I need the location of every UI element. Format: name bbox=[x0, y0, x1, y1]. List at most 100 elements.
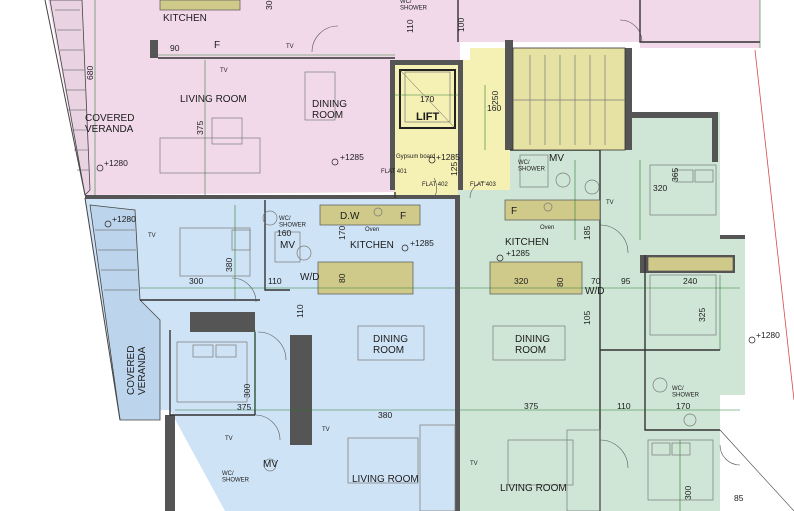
dim-110-v: 110 bbox=[295, 304, 305, 318]
label-dw: D.W bbox=[340, 211, 360, 222]
counter-left bbox=[317, 261, 414, 295]
dim-380: 380 bbox=[224, 258, 234, 272]
dim-80-right: 80 bbox=[555, 277, 565, 287]
label-covered-veranda-top-line: VERANDA bbox=[85, 124, 134, 135]
label-oven-right: Oven bbox=[540, 225, 554, 231]
lift-shaft bbox=[399, 69, 456, 129]
counter-left-top bbox=[319, 204, 421, 226]
dim-110-top: 110 bbox=[405, 19, 415, 33]
label-flat-402: FLAT 402 bbox=[422, 182, 448, 188]
dim-110-mid: 110 bbox=[268, 276, 282, 286]
label-lift: LIFT bbox=[416, 111, 439, 123]
label-tv-4: TV bbox=[225, 436, 233, 442]
dim-160-top: 160 bbox=[487, 103, 501, 113]
dim-300-left: 300 bbox=[189, 276, 203, 286]
label-dining-top-line: ROOM bbox=[312, 110, 343, 121]
label-wc-bottom-left: WC/SHOWER bbox=[222, 471, 250, 484]
label-kitchen-left: KITCHEN bbox=[350, 240, 394, 251]
label-wc-left-line: SHOWER bbox=[279, 223, 307, 229]
dim-100: 100 bbox=[456, 18, 466, 32]
label-wc-top-line: SHOWER bbox=[400, 6, 428, 12]
site-lines bbox=[44, 0, 794, 511]
label-mv-bottom: MV bbox=[263, 459, 278, 470]
label-living-left: LIVING ROOM bbox=[352, 474, 419, 485]
label-f-left: F bbox=[400, 211, 406, 222]
label-tv-2: TV bbox=[220, 68, 228, 74]
label-flat-403: FLAT 403 bbox=[470, 182, 496, 188]
label-tv-1: TV bbox=[286, 44, 294, 50]
label-covered-veranda-left: COVEREDVERANDA bbox=[126, 346, 148, 395]
stair bbox=[512, 47, 626, 151]
counter-right bbox=[489, 261, 583, 295]
veranda-top-hatch bbox=[49, 0, 91, 196]
level-1: +1280 bbox=[104, 158, 128, 168]
level-3: +1285 bbox=[436, 152, 460, 162]
label-gypsum-board: Gypsum board bbox=[396, 154, 435, 160]
label-wc-lower-right-line: SHOWER bbox=[672, 393, 700, 399]
label-flat-401: FLAT 401 bbox=[381, 169, 407, 175]
dim-240: 240 bbox=[683, 276, 697, 286]
label-wd-right: W/D bbox=[585, 286, 604, 297]
dim-70: 70 bbox=[591, 276, 601, 286]
level-2: +1285 bbox=[340, 152, 364, 162]
label-wc-bottom-left-line: SHOWER bbox=[222, 478, 250, 484]
label-tv-5: TV bbox=[322, 427, 330, 433]
label-wc-lower-right: WC/SHOWER bbox=[672, 386, 700, 399]
label-living-top: LIVING ROOM bbox=[180, 94, 247, 105]
dim-160-mid: 160 bbox=[277, 228, 291, 238]
label-f-top: F bbox=[214, 40, 220, 51]
level-markers bbox=[96, 156, 756, 344]
level-6: +1285 bbox=[506, 248, 530, 258]
label-wc-left: WC/SHOWER bbox=[279, 216, 307, 229]
label-tv-3: TV bbox=[148, 233, 156, 239]
dim-185: 185 bbox=[582, 226, 592, 240]
dim-375-left: 375 bbox=[237, 402, 251, 412]
label-wc-right-line: SHOWER bbox=[518, 167, 546, 173]
label-kitchen-top: KITCHEN bbox=[163, 13, 207, 24]
dim-300-top: 300 bbox=[264, 0, 274, 10]
label-dining-right-line: ROOM bbox=[515, 345, 546, 356]
dimension-lines bbox=[94, 0, 761, 511]
label-tv-7: TV bbox=[606, 200, 614, 206]
dim-170-mid: 170 bbox=[337, 226, 347, 240]
label-tv-6: TV bbox=[470, 461, 478, 467]
dim-375-top: 375 bbox=[195, 121, 205, 135]
dim-680: 680 bbox=[85, 66, 95, 80]
dim-85: 85 bbox=[734, 493, 744, 503]
label-oven-left: Oven bbox=[365, 227, 379, 233]
dim-380-bottom: 380 bbox=[378, 410, 392, 420]
dim-250: 250 bbox=[490, 91, 500, 105]
dim-365: 365 bbox=[670, 168, 680, 182]
level-5: +1285 bbox=[410, 238, 434, 248]
label-wd-left: W/D bbox=[300, 272, 319, 283]
counter-top-flat bbox=[159, 0, 241, 11]
dim-110-bottom: 110 bbox=[617, 401, 631, 411]
level-4: +1280 bbox=[112, 214, 136, 224]
label-wc-right: WC/SHOWER bbox=[518, 160, 546, 173]
flat-pink-fill bbox=[48, 0, 760, 195]
counter-wardrobe bbox=[647, 256, 734, 272]
dim-170: 170 bbox=[420, 94, 434, 104]
furniture bbox=[159, 71, 717, 511]
label-living-right: LIVING ROOM bbox=[500, 483, 567, 494]
dim-375-bottom: 375 bbox=[524, 401, 538, 411]
label-mv-right: MV bbox=[549, 153, 564, 164]
counter-right-top bbox=[504, 199, 601, 221]
level-7: +1280 bbox=[756, 330, 780, 340]
dim-300-v: 300 bbox=[242, 384, 252, 398]
label-covered-veranda-left-line: VERANDA bbox=[137, 346, 148, 395]
doors bbox=[231, 19, 741, 469]
dim-325: 325 bbox=[697, 308, 707, 322]
dim-105: 105 bbox=[582, 311, 592, 325]
label-mv-left: MV bbox=[280, 240, 295, 251]
dim-170-bottom: 170 bbox=[676, 401, 690, 411]
dim-125: 125 bbox=[449, 162, 459, 176]
dim-300-bottom: 300 bbox=[683, 486, 693, 500]
dim-80-left: 80 bbox=[337, 273, 347, 283]
dim-320-top: 320 bbox=[653, 183, 667, 193]
label-kitchen-right: KITCHEN bbox=[505, 237, 549, 248]
